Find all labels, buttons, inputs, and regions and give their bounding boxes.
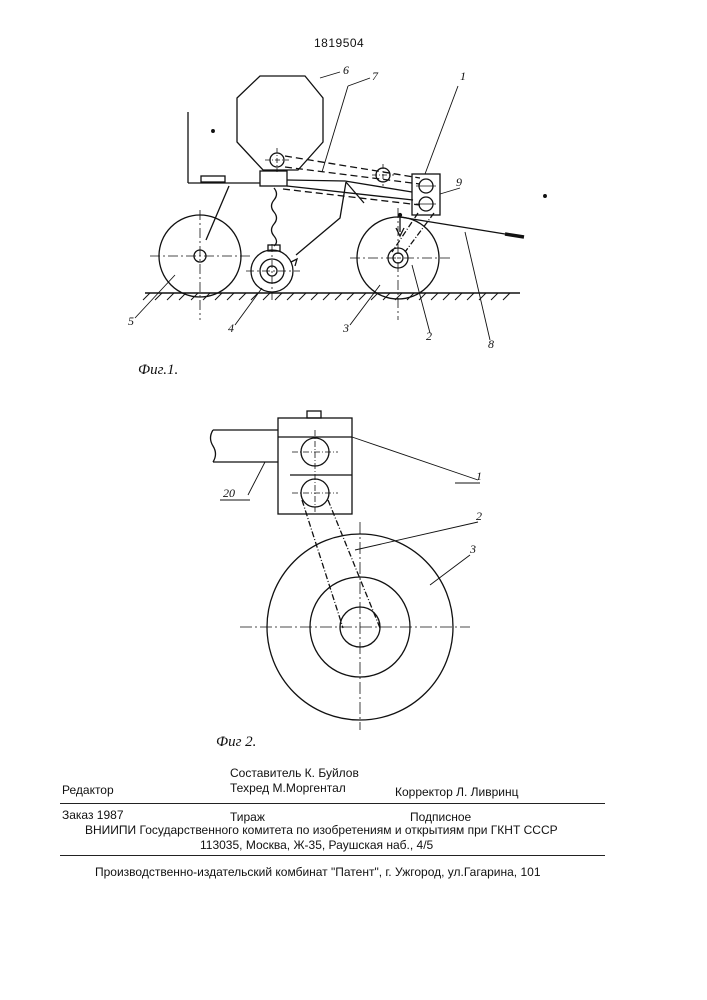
fig1-label-4: 4: [228, 321, 234, 335]
subscription-line: Подписное: [410, 810, 471, 824]
fig1-label-3: 3: [342, 321, 349, 335]
circulation-line: Тираж: [230, 810, 265, 824]
fig1-label-8: 8: [488, 337, 494, 351]
fig2-label-2: 2: [476, 509, 482, 523]
printer-line: Производственно-издательский комбинат "П…: [95, 865, 541, 879]
institute-line: ВНИИПИ Государственного комитета по изоб…: [85, 823, 558, 837]
fig1-label-2: 2: [426, 329, 432, 343]
fig1-label-9: 9: [456, 175, 462, 189]
figure-2-drawing: [211, 411, 481, 730]
divider-bottom: [60, 855, 605, 856]
editor-label: Редактор: [62, 783, 114, 797]
fig1-label-5: 5: [128, 314, 134, 328]
fig1-label-6: 6: [343, 63, 349, 77]
compiler-line: Составитель К. Буйлов: [230, 766, 359, 780]
order-line: Заказ 1987: [62, 808, 124, 822]
seed-tube: [272, 188, 277, 246]
fig2-label-1: 1: [476, 469, 482, 483]
fig2-label-3: 3: [469, 542, 476, 556]
fig1-label-7: 7: [372, 69, 379, 83]
hopper: [237, 76, 323, 170]
divider-top: [60, 803, 605, 804]
techred-line: Техред М.Моргентал: [230, 781, 346, 795]
address-line: 113035, Москва, Ж-35, Раушская наб., 4/5: [200, 838, 433, 852]
gearbox: [412, 174, 440, 215]
fig1-label-1: 1: [460, 69, 466, 83]
frame-block: [260, 171, 287, 186]
fig1-caption: Фиг.1.: [138, 362, 178, 378]
fig2-caption: Фиг 2.: [216, 734, 256, 750]
figure-1-drawing: [135, 72, 546, 340]
patent-drawings: 6 7 1 9 5 4 3 2 8 Фиг.1. 1 2 3 20 Фиг 2.: [0, 0, 707, 760]
fig2-label-20: 20: [223, 486, 235, 500]
corrector-line: Корректор Л. Ливринц: [395, 785, 519, 799]
